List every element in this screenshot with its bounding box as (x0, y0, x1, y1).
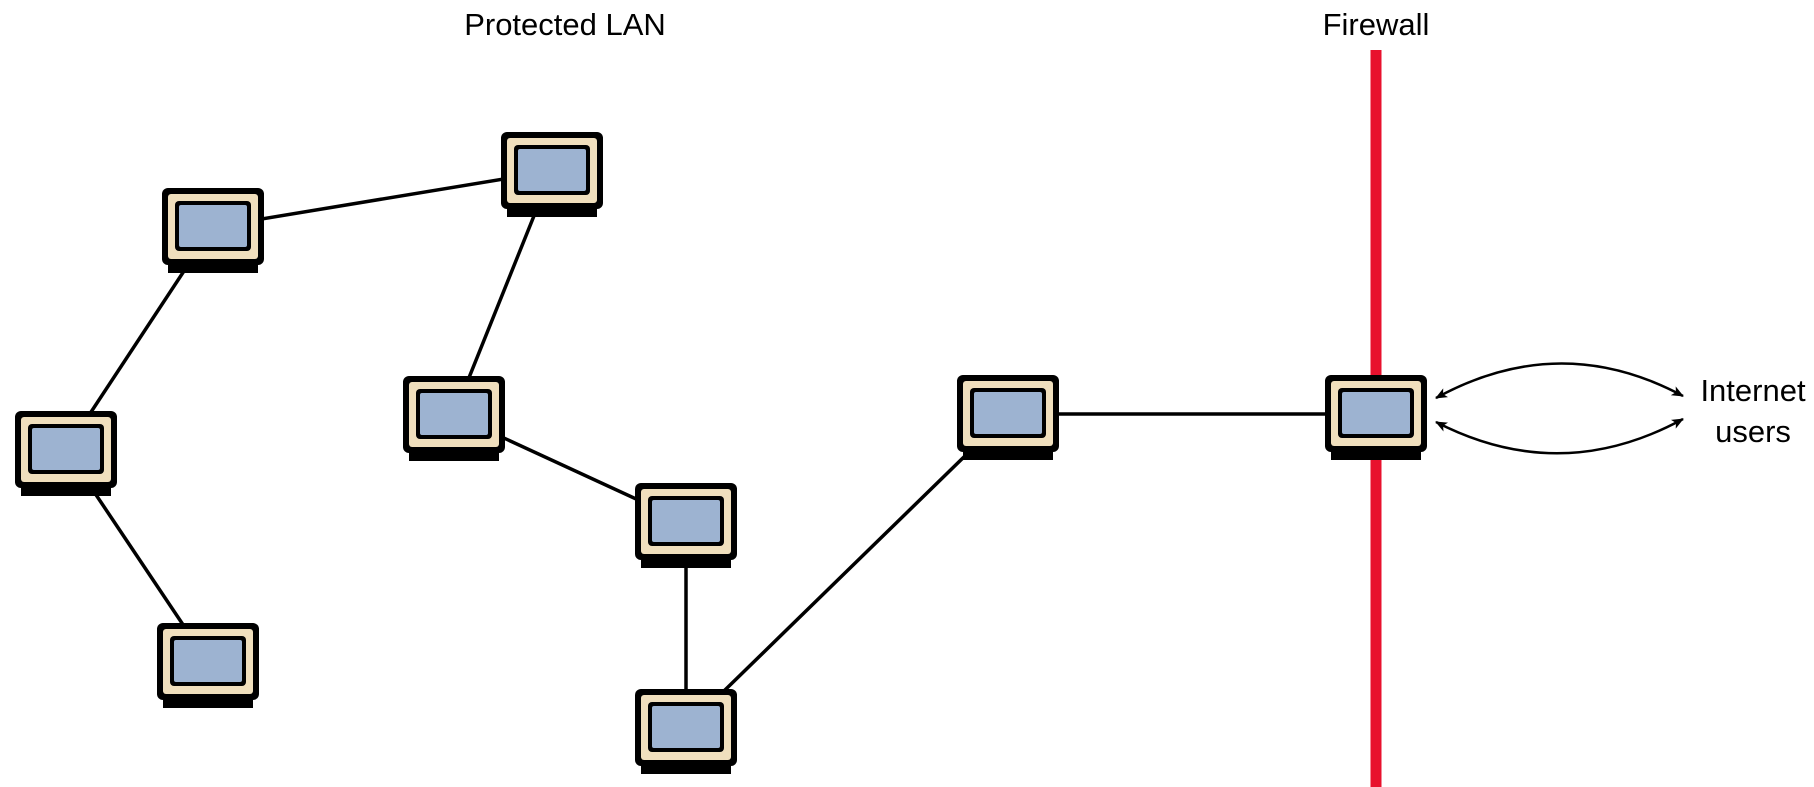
computer-icon (635, 483, 737, 568)
computer-icon (403, 376, 505, 461)
arrow-upper (1435, 362, 1684, 400)
protected-lan-label: Protected LAN (464, 7, 666, 42)
link (212, 169, 553, 229)
internet-users-label-line1: Internet (1700, 373, 1806, 408)
computers (15, 132, 1427, 774)
computer-icon (157, 623, 259, 708)
arrow-lower (1435, 417, 1684, 455)
link (684, 412, 1010, 730)
computer-icon (15, 411, 117, 496)
firewall-computer-icon (1325, 375, 1427, 460)
computer-icon (162, 188, 264, 273)
computer-icon (957, 375, 1059, 460)
internet-arrows (1435, 362, 1684, 455)
internet-users-label-line2: users (1715, 414, 1791, 449)
computer-icon (501, 132, 603, 217)
computer-icon (635, 689, 737, 774)
firewall-label: Firewall (1323, 7, 1430, 42)
